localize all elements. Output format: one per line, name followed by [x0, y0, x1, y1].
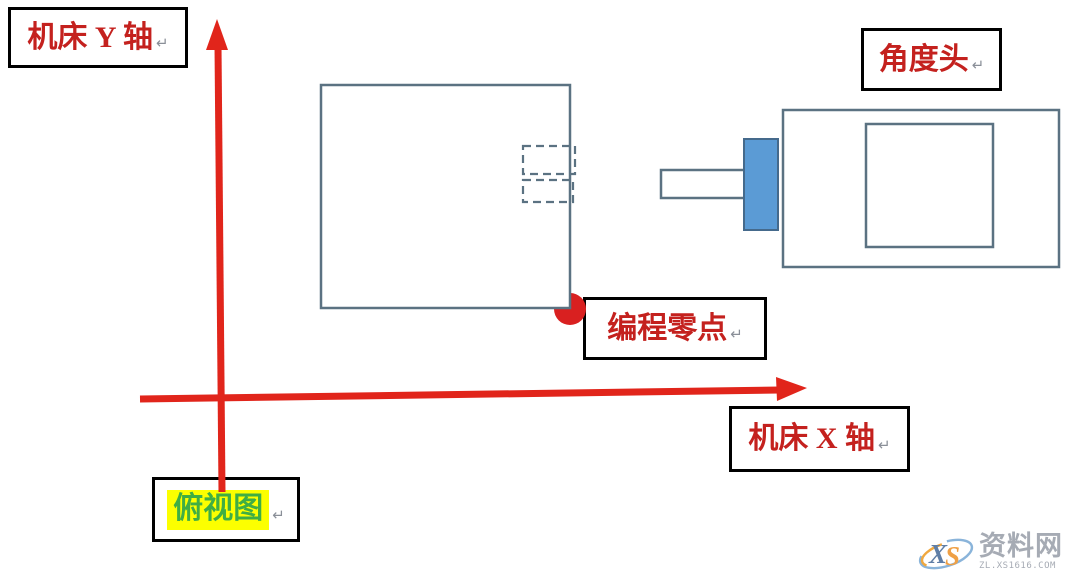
label-machine-y-axis-text: 机床 Y 轴 — [27, 20, 153, 54]
watermark: X S 资料网 ZL.XS1616.COM — [915, 529, 1063, 575]
label-angle-head-text: 角度头 — [878, 42, 969, 76]
label-programming-zero-text: 编程零点 — [607, 311, 728, 345]
logo-ring-blue — [918, 538, 974, 570]
watermark-site-url: ZL.XS1616.COM — [979, 560, 1056, 571]
programming-zero-dot-icon — [554, 293, 586, 325]
angle-head-inner-rect — [864, 122, 995, 249]
paragraph-mark-icon: ↵ — [971, 56, 985, 74]
logo-ring-orange — [920, 540, 972, 568]
paragraph-mark-icon: ↵ — [878, 435, 891, 454]
watermark-logo-x: X — [928, 539, 948, 569]
watermark-logo-s: S — [945, 541, 960, 571]
slot-dashed-rect-lower — [521, 178, 575, 204]
watermark-text-block: 资料网 ZL.XS1616.COM — [979, 530, 1063, 572]
machine-y-axis-arrow — [214, 45, 226, 493]
workpiece-rect — [319, 83, 572, 310]
label-machine-y-axis: 机床 Y 轴 ↵ — [8, 7, 188, 68]
machine-x-axis-arrowhead-icon — [776, 377, 807, 401]
watermark-site-name: 资料网 — [979, 530, 1063, 561]
spindle-flange-rect — [743, 138, 779, 231]
watermark-logo-icon: X S — [918, 538, 974, 571]
machine-y-axis-arrowhead-icon — [206, 19, 228, 50]
paragraph-mark-icon: ↵ — [272, 506, 285, 524]
label-top-view: 俯视图 ↵ — [152, 477, 300, 542]
machine-x-axis-arrow — [139, 386, 781, 403]
label-angle-head: 角度头 ↵ — [861, 28, 1002, 91]
label-machine-x-axis: 机床 X 轴 ↵ — [729, 406, 910, 472]
label-top-view-text: 俯视图 — [167, 489, 270, 530]
slot-dashed-rect-upper — [521, 144, 577, 176]
angle-head-body-rect — [781, 108, 1061, 269]
label-programming-zero: 编程零点 ↵ — [583, 297, 767, 360]
paragraph-mark-icon: ↵ — [730, 325, 743, 343]
label-machine-x-axis-text: 机床 X 轴 — [748, 422, 876, 455]
tool-shank-rect — [659, 168, 747, 200]
paragraph-mark-icon: ↵ — [155, 34, 169, 52]
